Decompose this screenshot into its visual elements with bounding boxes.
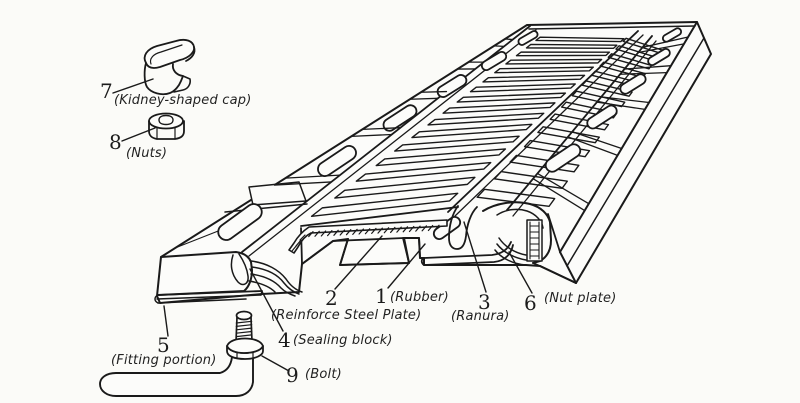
part-label-8: (Nuts): [126, 146, 168, 161]
part-number-7: 7: [100, 79, 113, 103]
part-number-1: 1: [375, 284, 388, 308]
leader-line-9: [261, 355, 290, 372]
part-label-6: (Nut plate): [544, 291, 617, 306]
leader-line-8: [121, 127, 156, 142]
panel-drawing: [154, 21, 712, 304]
part-label-2: (Reinforce Steel Plate): [271, 308, 422, 323]
part-number-4: 4: [278, 328, 291, 352]
leader-line-2: [334, 235, 383, 290]
leader-line-1: [387, 243, 426, 289]
leader-line-7: [112, 78, 154, 94]
part-label-7: (Kidney-shaped cap): [114, 93, 252, 108]
hex-nut-icon: [148, 112, 185, 140]
kidney-cap-icon: [143, 38, 196, 96]
j-bolt-icon: [99, 310, 264, 397]
part-number-5: 5: [157, 333, 170, 357]
leader-line-4: [249, 268, 284, 332]
part-label-5: (Fitting portion): [111, 353, 217, 368]
part-number-2: 2: [325, 286, 338, 310]
leader-line-6: [508, 251, 533, 294]
part-label-9: (Bolt): [305, 367, 342, 382]
part-number-8: 8: [109, 130, 122, 154]
part-label-1: (Rubber): [390, 290, 449, 305]
leader-line-3: [463, 221, 487, 293]
part-label-4: (Sealing block): [293, 333, 393, 348]
part-number-9: 9: [286, 363, 299, 387]
part-number-3: 3: [478, 290, 491, 314]
part-label-3: (Ranura): [451, 309, 510, 324]
leader-line-5: [163, 305, 169, 337]
leader-lines: [112, 78, 533, 372]
part-number-6: 6: [524, 291, 537, 315]
